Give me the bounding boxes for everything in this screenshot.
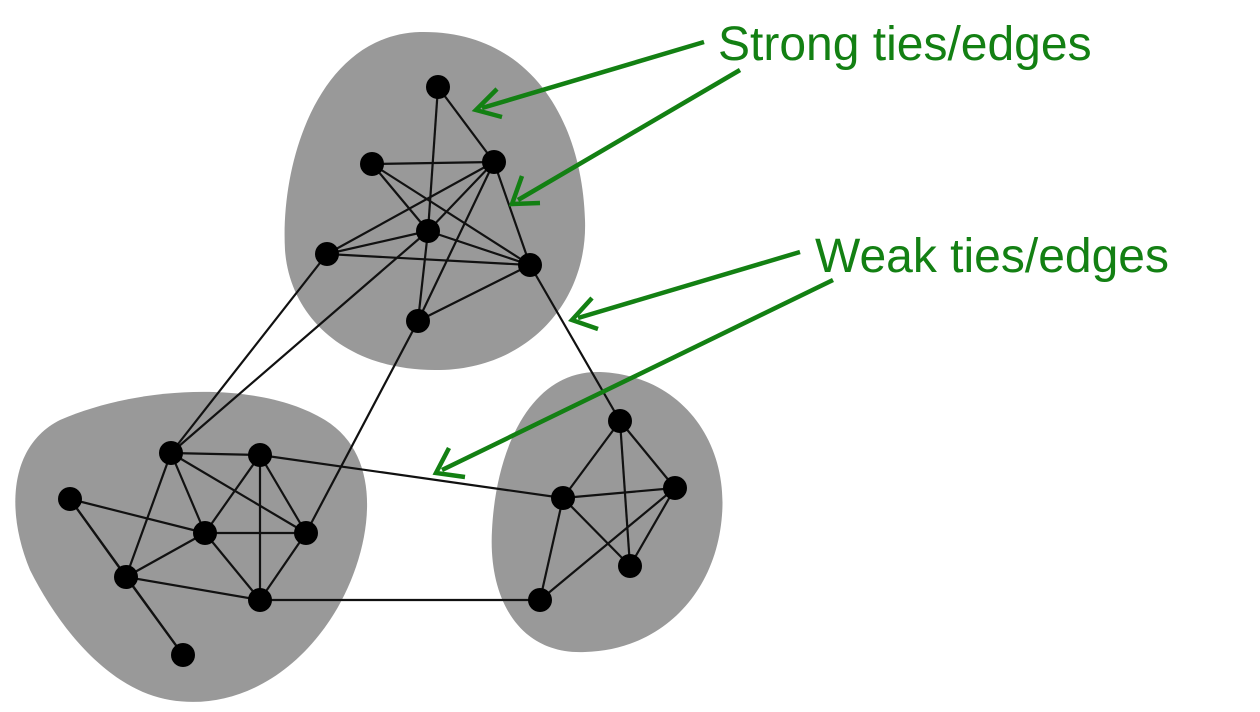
strong-edge-l5-l8 bbox=[125, 576, 184, 656]
strong-edge-r2-r4 bbox=[562, 497, 631, 567]
weak-edge-l2-r2 bbox=[259, 453, 564, 500]
strong-edge-t5-t6 bbox=[326, 252, 531, 267]
node-t2 bbox=[360, 152, 384, 176]
strong-edge-t2-t5 bbox=[371, 163, 531, 266]
strong-edge-r1-r3 bbox=[619, 420, 676, 489]
node-t3 bbox=[416, 219, 440, 243]
strong-ties-arrow-2 bbox=[516, 68, 742, 202]
strong-edge-t3-t7 bbox=[416, 230, 430, 322]
strong-edge-r3-r5 bbox=[539, 487, 676, 601]
strong-edge-l5-l7 bbox=[125, 575, 261, 602]
strong-edge-r3-r4 bbox=[629, 487, 676, 567]
node-r5 bbox=[528, 588, 552, 612]
weak-ties-label: Weak ties/edges bbox=[815, 230, 1169, 283]
node-r3 bbox=[663, 476, 687, 500]
node-l7 bbox=[248, 588, 272, 612]
node-l8 bbox=[171, 643, 195, 667]
strong-edge-l4-l5 bbox=[125, 532, 206, 578]
strong-edge-l3-l4 bbox=[69, 497, 206, 535]
strong-ties-arrowhead-1 bbox=[471, 87, 503, 120]
strong-edge-r1-r2 bbox=[562, 420, 621, 499]
strong-ties-annotation: Strong ties/edges bbox=[471, 18, 1092, 207]
node-t1 bbox=[426, 75, 450, 99]
node-l2 bbox=[248, 443, 272, 467]
node-l3 bbox=[58, 487, 82, 511]
strong-edge-t3-l1 bbox=[170, 230, 429, 454]
cluster-bottom-left bbox=[15, 391, 368, 702]
node-l5 bbox=[114, 565, 138, 589]
node-t6 bbox=[315, 242, 339, 266]
node-r1 bbox=[608, 409, 632, 433]
strong-edge-l1-l6 bbox=[170, 452, 307, 534]
strong-edge-l4-l7 bbox=[204, 532, 261, 601]
strong-ties-arrowhead-2 bbox=[508, 175, 541, 207]
edges bbox=[69, 86, 676, 656]
weak-edge-t5-r1 bbox=[529, 264, 621, 422]
strong-edge-l2-l6 bbox=[259, 454, 307, 534]
strong-ties-arrow-1 bbox=[481, 39, 705, 111]
strong-edge-t1-t4 bbox=[437, 86, 495, 163]
annotations: Strong ties/edges Weak ties/edges bbox=[432, 18, 1169, 480]
weak-ties-annotation: Weak ties/edges bbox=[432, 230, 1169, 480]
weak-edge-t6-l1 bbox=[170, 253, 328, 454]
node-t5 bbox=[518, 253, 542, 277]
node-l1 bbox=[159, 441, 183, 465]
nodes bbox=[58, 75, 687, 667]
cluster-bottom-right bbox=[491, 371, 723, 653]
strong-edge-r2-r5 bbox=[538, 497, 565, 601]
cluster-top bbox=[284, 31, 586, 371]
node-r4 bbox=[618, 554, 642, 578]
strong-edge-t4-t7 bbox=[417, 161, 495, 322]
cluster-regions bbox=[15, 31, 723, 702]
strong-ties-label: Strong ties/edges bbox=[718, 18, 1092, 71]
strong-edge-l6-l7 bbox=[259, 532, 307, 601]
strong-edge-l1-l4 bbox=[169, 452, 207, 534]
strong-edge-t3-t4 bbox=[427, 161, 495, 232]
strong-edge-t4-t5 bbox=[492, 161, 532, 266]
strong-edge-l2-l4 bbox=[204, 454, 261, 534]
weak-ties-arrowhead-1 bbox=[568, 296, 599, 332]
strong-edge-t1-t3 bbox=[426, 86, 440, 232]
strong-edge-t2-t4 bbox=[371, 160, 495, 166]
weak-ties-arrowhead-2 bbox=[432, 446, 466, 480]
strong-edge-t3-t6 bbox=[326, 229, 429, 256]
strong-edge-r2-r3 bbox=[562, 486, 676, 500]
weak-edge-t7-l6 bbox=[305, 320, 419, 534]
weak-ties-arrow-2 bbox=[441, 277, 834, 473]
strong-edge-t5-t7 bbox=[417, 264, 531, 322]
strong-edge-l1-l2 bbox=[170, 451, 261, 457]
strong-edge-t2-t3 bbox=[371, 163, 429, 232]
node-r2 bbox=[551, 486, 575, 510]
strong-edge-t4-t6 bbox=[326, 161, 495, 255]
strong-edge-l1-l5 bbox=[124, 452, 173, 578]
node-l6 bbox=[294, 521, 318, 545]
node-t7 bbox=[406, 309, 430, 333]
strong-edge-t3-t5 bbox=[427, 229, 531, 267]
weak-ties-arrow-1 bbox=[577, 249, 801, 321]
node-t4 bbox=[482, 150, 506, 174]
node-l4 bbox=[193, 521, 217, 545]
